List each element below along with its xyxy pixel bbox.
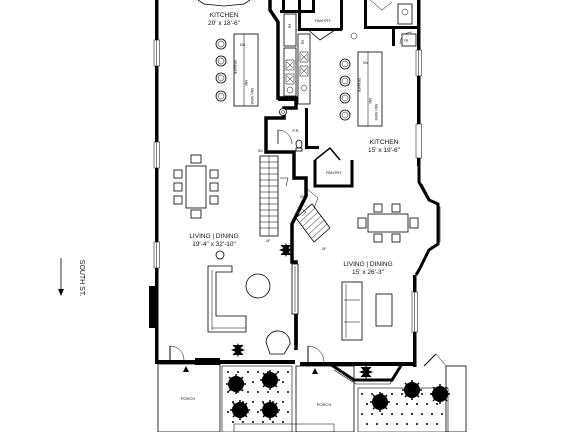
plant-icon: [370, 392, 390, 412]
left-stair-down-label: DN: [258, 149, 263, 153]
plant-icon: [260, 370, 280, 390]
right-kitchen-name: KITCHEN: [370, 139, 399, 146]
left-living-name: LIVING | DINING: [189, 233, 238, 240]
right-kitchen: KITCHEN 15' x 19'-6" FR DW DRAWER MW MW …: [297, 3, 417, 154]
plant-icon: [279, 243, 293, 257]
left-porch-name: PORCH: [181, 396, 196, 401]
right-porch-name: PORCH: [317, 402, 332, 407]
left-dining-table: [173, 154, 219, 219]
left-pantry: PANTRY: [305, 18, 339, 41]
left-coffee-table: [245, 273, 271, 299]
left-powder-room-name: P.R.: [292, 128, 299, 133]
plant-icon: [226, 374, 246, 394]
right-dishwasher-label: DW: [363, 61, 368, 65]
left-kitchen-island: [233, 33, 259, 107]
right-island-stools: [339, 58, 351, 121]
left-living-dining: LIVING | DINING 19'-4" x 32'-10": [173, 154, 299, 357]
right-stair-up-label: UP: [322, 247, 326, 251]
right-pantry: PANTRY: [326, 170, 342, 175]
left-dishwasher-label: DW: [240, 43, 245, 47]
left-fridge-label: FR: [287, 24, 291, 29]
left-living-size: 19'-4" x 32'-10": [192, 241, 236, 248]
right-stair-down-label: DN: [300, 195, 305, 199]
left-powder-room: P.R.: [279, 108, 303, 152]
right-microwave-label: MW: [368, 98, 372, 104]
left-drawer-label: DRAWER: [233, 60, 237, 75]
right-living-name: LIVING | DINING: [343, 261, 392, 268]
left-sectional-sofa: [207, 265, 247, 333]
door-swing-icon: [307, 345, 325, 363]
plant-icon: [230, 400, 250, 420]
unit-left: KITCHEN 20' x 18'-6" DW DRAWER MW MW | W…: [157, 0, 339, 432]
right-stair: DN UP: [295, 187, 331, 251]
left-island-stools: [215, 38, 227, 102]
right-sofa: [341, 281, 363, 341]
right-coffee-table: [375, 293, 393, 327]
left-kitchen: KITCHEN 20' x 18'-6" DW DRAWER MW MW | W…: [197, 0, 297, 107]
right-wine-label: MW | WINE: [374, 104, 378, 121]
plant-icon: [231, 343, 245, 357]
left-fridge: [283, 13, 297, 47]
left-kitchen-size: 20' x 18'-6": [208, 20, 241, 27]
right-living-dining: LIVING | DINING 15' x 26'-3": [341, 203, 419, 379]
left-stair-up-label: UP: [266, 239, 270, 243]
left-stair: DN UP: [258, 149, 289, 243]
left-pantry-name: PANTRY: [315, 18, 331, 23]
right-pantry-name: PANTRY: [326, 170, 342, 175]
door-swing-icon: [169, 345, 185, 361]
plant-icon: [402, 380, 422, 400]
left-wine-label: MW | WINE: [250, 88, 254, 105]
right-fridge-label-2: FR: [300, 40, 304, 45]
right-fridge: [401, 33, 417, 47]
street-label: SOUTH ST.: [78, 260, 85, 297]
right-kitchen-size: 15' x 19'-6": [368, 147, 401, 154]
right-porch: PORCH: [295, 365, 467, 432]
plant-icon: [359, 365, 373, 379]
door-swing-icon: [277, 129, 293, 145]
right-kitchen-island: [357, 51, 383, 127]
left-kitchen-name: KITCHEN: [210, 12, 239, 19]
right-dining-table: [357, 203, 419, 243]
toilet-icon: [295, 139, 303, 152]
north-arrow-icon: [58, 258, 64, 296]
left-microwave-label: MW: [244, 80, 248, 86]
unit-right: KITCHEN 15' x 19'-6" FR DW DRAWER MW MW …: [295, 3, 467, 432]
right-fridge-label: FR: [404, 39, 409, 43]
plant-icon: [260, 400, 280, 420]
right-drawer-label: DRAWER: [357, 78, 361, 93]
stair-icon: [259, 155, 279, 237]
left-porch: PORCH: [157, 363, 335, 432]
door-swing-icon: [423, 353, 447, 367]
walls: [149, 0, 441, 385]
right-living-size: 15' x 26'-3": [352, 269, 385, 276]
street-name: SOUTH ST.: [78, 260, 85, 297]
plant-icon: [430, 384, 450, 404]
sink-icon: [279, 108, 287, 116]
